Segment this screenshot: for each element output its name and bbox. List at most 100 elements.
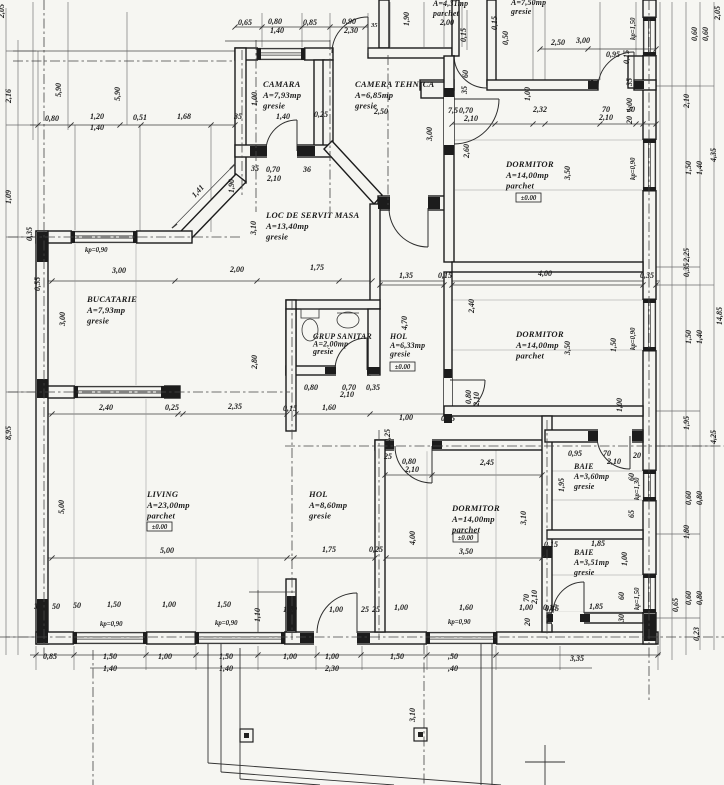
svg-text:,40: ,40 xyxy=(447,664,458,673)
svg-text:±0.00: ±0.00 xyxy=(395,364,411,371)
svg-text:,50: ,50 xyxy=(447,652,458,661)
svg-text:1,09: 1,09 xyxy=(4,190,13,204)
svg-text:1,00: 1,00 xyxy=(329,605,343,614)
svg-text:3,50: 3,50 xyxy=(563,166,572,181)
svg-text:DORMITOR: DORMITOR xyxy=(451,503,500,513)
svg-text:60: 60 xyxy=(461,70,470,78)
svg-text:1,00: 1,00 xyxy=(283,605,297,614)
svg-text:1,00: 1,00 xyxy=(158,652,172,661)
svg-text:1,00: 1,00 xyxy=(625,98,634,112)
svg-text:1,00: 1,00 xyxy=(162,600,176,609)
svg-text:36: 36 xyxy=(33,602,42,611)
svg-text:2,10: 2,10 xyxy=(463,114,478,123)
svg-text:4,35: 4,35 xyxy=(709,148,718,163)
svg-text:BAIE: BAIE xyxy=(573,462,594,471)
svg-text:0,70: 0,70 xyxy=(342,383,356,392)
svg-text:1,60: 1,60 xyxy=(459,603,473,612)
svg-text:1,75: 1,75 xyxy=(310,263,324,272)
svg-text:A=3,60mp: A=3,60mp xyxy=(573,472,609,481)
svg-text:25: 25 xyxy=(383,452,392,461)
svg-text:1,10: 1,10 xyxy=(253,608,262,622)
svg-text:LIVING: LIVING xyxy=(146,489,179,499)
svg-text:kp=1,50: kp=1,50 xyxy=(634,587,641,610)
svg-text:60: 60 xyxy=(627,473,636,481)
svg-text:CAMARA: CAMARA xyxy=(263,79,301,89)
svg-text:0,25: 0,25 xyxy=(369,545,383,554)
svg-text:20: 20 xyxy=(626,105,635,114)
svg-text:1,68: 1,68 xyxy=(177,112,191,121)
svg-text:1,00: 1,00 xyxy=(620,552,629,566)
svg-text:2,30: 2,30 xyxy=(343,26,358,35)
svg-text:0,70: 0,70 xyxy=(459,106,473,115)
svg-text:0,35: 0,35 xyxy=(366,383,380,392)
svg-text:1,40: 1,40 xyxy=(103,664,117,673)
svg-text:A=7,93mp: A=7,93mp xyxy=(262,90,302,100)
svg-text:1,00: 1,00 xyxy=(519,603,533,612)
svg-text:70: 70 xyxy=(522,594,531,602)
svg-text:0,15: 0,15 xyxy=(545,604,559,613)
svg-text:35: 35 xyxy=(460,86,469,95)
svg-text:A=14,00mp: A=14,00mp xyxy=(505,170,549,180)
svg-text:0,60: 0,60 xyxy=(690,27,699,41)
svg-text:2,10: 2,10 xyxy=(266,174,281,183)
svg-text:1,95: 1,95 xyxy=(557,478,566,492)
svg-text:0,25: 0,25 xyxy=(165,403,179,412)
svg-text:LOC DE SERVIT MASA: LOC DE SERVIT MASA xyxy=(265,210,360,220)
svg-text:gresie: gresie xyxy=(573,482,595,491)
svg-text:kp=1,50: kp=1,50 xyxy=(630,17,637,40)
svg-text:20: 20 xyxy=(625,116,634,125)
svg-text:30: 30 xyxy=(617,614,626,623)
svg-text:BUCATARIE: BUCATARIE xyxy=(86,294,137,304)
svg-text:4,25: 4,25 xyxy=(709,430,718,445)
svg-text:2,00: 2,00 xyxy=(439,18,454,27)
svg-text:1,95: 1,95 xyxy=(682,416,691,430)
svg-text:3,00: 3,00 xyxy=(58,312,67,327)
svg-text:2,35: 2,35 xyxy=(227,402,242,411)
svg-text:1,50: 1,50 xyxy=(219,652,233,661)
svg-text:0,70: 0,70 xyxy=(266,165,280,174)
svg-text:kp=1,30: kp=1,30 xyxy=(634,477,641,500)
svg-text:2,45: 2,45 xyxy=(479,458,494,467)
svg-text:35: 35 xyxy=(625,78,634,87)
svg-text:0,90: 0,90 xyxy=(342,17,356,26)
svg-text:gresie: gresie xyxy=(354,101,377,111)
svg-text:2,40: 2,40 xyxy=(467,299,476,314)
svg-text:0,15: 0,15 xyxy=(544,540,558,549)
svg-text:parchet: parchet xyxy=(451,525,481,535)
svg-text:2,00: 2,00 xyxy=(229,265,244,274)
svg-text:4,00: 4,00 xyxy=(537,269,552,278)
svg-text:0,15: 0,15 xyxy=(543,603,557,612)
svg-text:gresie: gresie xyxy=(312,347,334,356)
svg-text:A=2,00mp: A=2,00mp xyxy=(312,340,348,349)
svg-text:A=14,00mp: A=14,00mp xyxy=(515,340,559,350)
svg-text:1,00: 1,00 xyxy=(325,652,339,661)
svg-text:25: 25 xyxy=(371,605,380,614)
svg-text:A=4,31mp: A=4,31mp xyxy=(432,0,468,8)
svg-text:3,50: 3,50 xyxy=(563,341,572,356)
svg-text:0,15: 0,15 xyxy=(459,28,468,42)
svg-text:2,05: 2,05 xyxy=(0,4,6,19)
svg-text:1,50: 1,50 xyxy=(107,600,121,609)
svg-text:2,60: 2,60 xyxy=(462,144,471,159)
svg-text:parchet: parchet xyxy=(505,181,535,191)
svg-text:0,15: 0,15 xyxy=(283,404,297,413)
svg-text:3,10: 3,10 xyxy=(519,511,528,526)
svg-text:5,00: 5,00 xyxy=(160,546,174,555)
svg-text:2,40: 2,40 xyxy=(98,403,113,412)
svg-text:3,10: 3,10 xyxy=(249,221,258,236)
svg-text:1,00: 1,00 xyxy=(283,652,297,661)
svg-text:1,40: 1,40 xyxy=(270,26,284,35)
svg-text:0,35: 0,35 xyxy=(25,227,34,241)
svg-text:HOL: HOL xyxy=(389,332,407,341)
svg-text:gresie: gresie xyxy=(86,316,109,326)
svg-text:5,00: 5,00 xyxy=(57,500,66,514)
svg-text:DORMITOR: DORMITOR xyxy=(505,159,554,169)
svg-text:A=6,33mp: A=6,33mp xyxy=(389,341,425,350)
svg-text:parchet: parchet xyxy=(146,511,176,521)
svg-text:1,40: 1,40 xyxy=(90,123,104,132)
svg-text:2,10: 2,10 xyxy=(339,390,354,399)
svg-text:BAIE: BAIE xyxy=(573,548,594,557)
svg-text:2,10: 2,10 xyxy=(404,465,419,474)
svg-text:1,50: 1,50 xyxy=(684,330,693,344)
svg-text:1,40: 1,40 xyxy=(695,161,704,175)
